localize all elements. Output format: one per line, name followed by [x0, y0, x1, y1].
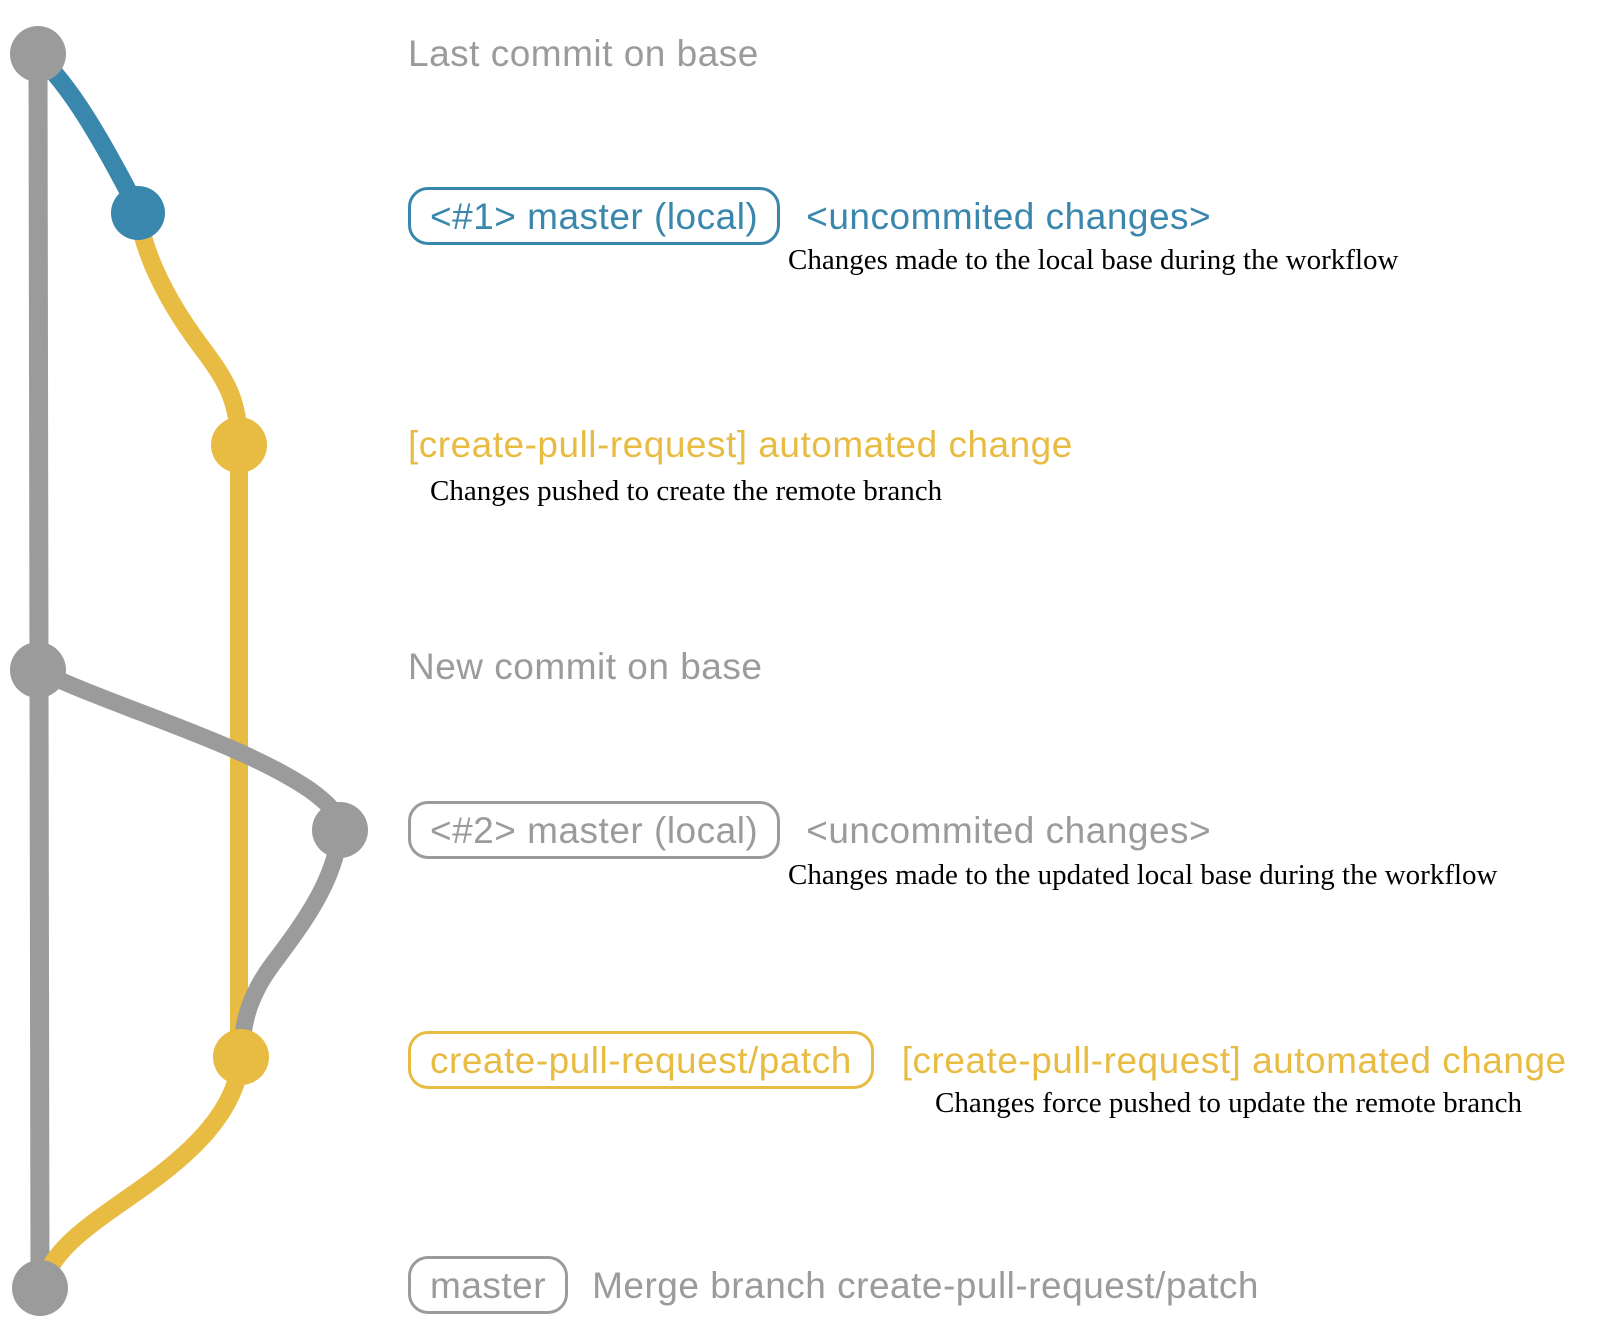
merge-branch-label: Merge branch create-pull-request/patch	[592, 1264, 1259, 1306]
automated-change-label-2: [create-pull-request] automated change	[901, 1039, 1567, 1081]
annotation-automated-change-1: [create-pull-request] automated change	[408, 426, 1073, 463]
new-commit-label: New commit on base	[408, 646, 763, 687]
annotation-local-master-1: <#1> master (local) <uncommited changes>	[408, 187, 1211, 245]
last-commit-label: Last commit on base	[408, 33, 759, 74]
automated-change-label-1: [create-pull-request] automated change	[408, 424, 1073, 465]
branch-badge-create-pull-request-patch: create-pull-request/patch	[408, 1031, 874, 1089]
commit-node-uncommitted-2	[312, 802, 368, 858]
annotation-automated-change-2: create-pull-request/patch [create-pull-r…	[408, 1031, 1567, 1089]
branch-curve-force-push	[233, 830, 349, 1049]
branch-badge-master: master	[408, 1256, 569, 1314]
branch-badge-master-local-1: <#1> master (local)	[408, 187, 781, 245]
description-force-push: Changes force pushed to update the remot…	[935, 1087, 1523, 1119]
uncommitted-changes-label-2: <uncommited changes>	[806, 809, 1212, 851]
description-local-changes-1: Changes made to the local base during th…	[788, 244, 1399, 276]
annotation-local-master-2: <#2> master (local) <uncommited changes>	[408, 801, 1211, 859]
description-push-create-branch: Changes pushed to create the remote bran…	[430, 475, 943, 507]
branch-curve-local-master-1	[31, 49, 147, 215]
commit-node-automated-change-1	[211, 417, 267, 473]
commit-node-merge	[12, 1260, 68, 1316]
branch-curve-local-master-2	[34, 662, 349, 833]
annotation-last-commit-on-base: Last commit on base	[408, 35, 759, 72]
branch-curve-merge	[33, 1056, 250, 1289]
branch-line-create-pull-request-patch	[129, 213, 248, 1057]
description-local-changes-2: Changes made to the updated local base d…	[788, 859, 1498, 891]
commit-node-uncommitted-1	[111, 186, 165, 240]
commit-node-automated-change-2	[213, 1029, 269, 1085]
commit-node-last-on-base	[10, 26, 66, 82]
uncommitted-changes-label-1: <uncommited changes>	[806, 195, 1212, 237]
branch-badge-master-local-2: <#2> master (local)	[408, 801, 781, 859]
commit-node-new-on-base	[10, 642, 66, 698]
annotation-merge: master Merge branch create-pull-request/…	[408, 1256, 1259, 1314]
annotation-new-commit-on-base: New commit on base	[408, 648, 762, 685]
